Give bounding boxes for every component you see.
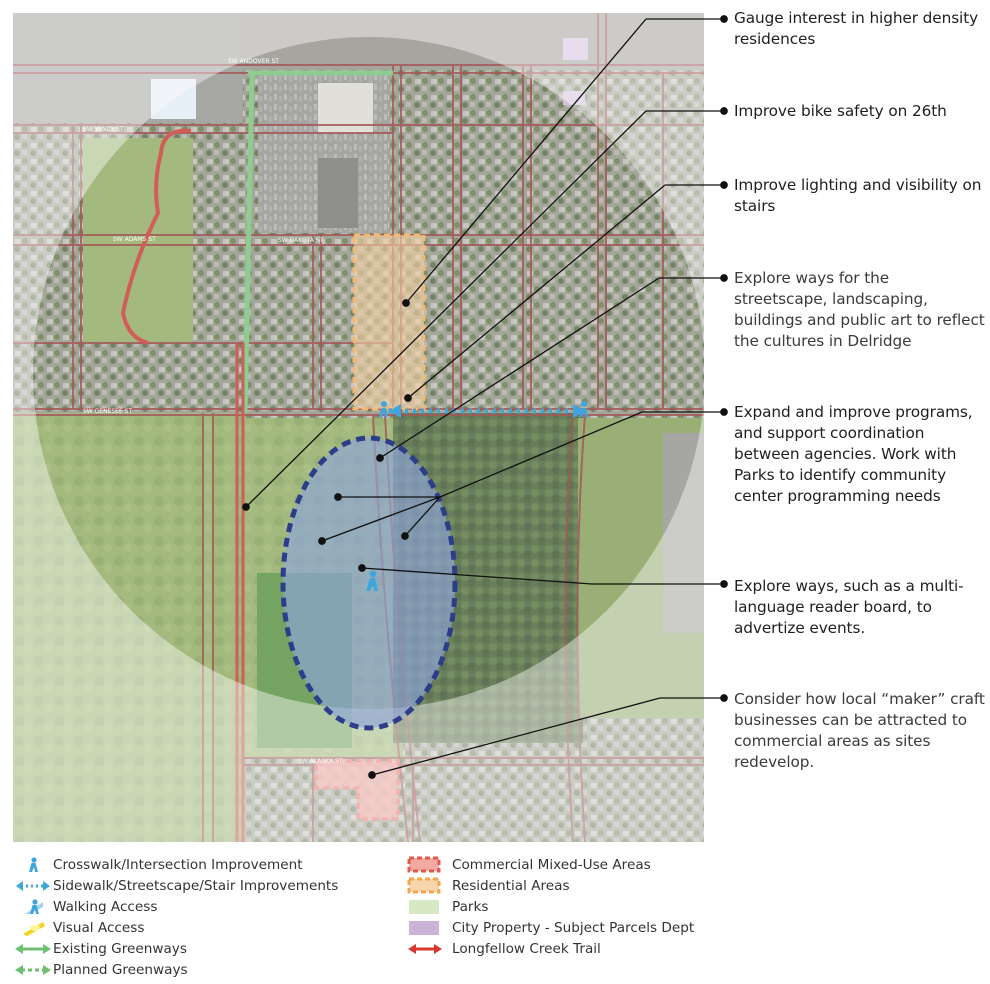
swatch-icon <box>406 919 452 937</box>
double-arrow-icon <box>13 940 53 958</box>
street-label-genesee: SW GENESEE ST <box>83 408 132 415</box>
legend-item-sidewalk: Sidewalk/Streetscape/Stair Improvements <box>13 875 338 896</box>
walking-access-icon <box>13 898 53 916</box>
neighborhood-map: SW ANDOVER ST SW YANCY ST SW DAKOTA ST S… <box>13 13 704 842</box>
legend-label: Parks <box>452 898 489 915</box>
street-label-adams: SW ADAMS ST <box>113 236 156 243</box>
annotation-cultures: Explore ways for the streetscape, landsc… <box>734 269 985 350</box>
map-canvas: SW ANDOVER ST SW YANCY ST SW DAKOTA ST S… <box>13 13 704 842</box>
annotation-bike-safety: Improve bike safety on 26th <box>734 102 947 120</box>
legend-item-existing-greenways: Existing Greenways <box>13 938 187 959</box>
legend-item-crosswalk: Crosswalk/Intersection Improvement <box>13 854 303 875</box>
annotation-density: Gauge interest in higher density residen… <box>734 9 979 48</box>
street-label-alaska: SW ALASKA ST <box>298 758 343 765</box>
dashed-box-icon <box>406 877 452 895</box>
legend-item-visual-access: Visual Access <box>13 917 144 938</box>
dashed-double-arrow-icon <box>13 961 53 979</box>
double-arrow-icon <box>406 940 452 958</box>
legend-item-walking-access: Walking Access <box>13 896 157 917</box>
street-label-yancy: SW YANCY ST <box>83 126 124 133</box>
legend-item-commercial: Commercial Mixed-Use Areas <box>406 854 651 875</box>
legend-item-longfellow-trail: Longfellow Creek Trail <box>406 938 601 959</box>
legend-label: Sidewalk/Streetscape/Stair Improvements <box>53 877 339 894</box>
legend-label: Walking Access <box>53 898 158 915</box>
street-label-dakota: SW DAKOTA ST <box>278 237 324 244</box>
swatch-icon <box>406 898 452 916</box>
annotation-maker-businesses: Consider how local “maker” craft busines… <box>734 690 985 771</box>
annotation-reader-board: Explore ways, such as a multi-language r… <box>734 577 964 637</box>
legend-label: Residential Areas <box>452 877 570 894</box>
map-legend: Crosswalk/Intersection Improvement Sidew… <box>13 852 713 982</box>
legend-label: Commercial Mixed-Use Areas <box>452 856 651 873</box>
annotation-programs: Expand and improve programs, and support… <box>734 403 973 505</box>
legend-item-city-property: City Property - Subject Parcels Dept <box>406 917 694 938</box>
legend-item-planned-greenways: Planned Greenways <box>13 959 188 980</box>
legend-label: Longfellow Creek Trail <box>452 940 601 957</box>
legend-label: Crosswalk/Intersection Improvement <box>53 856 303 873</box>
legend-item-parks: Parks <box>406 896 488 917</box>
legend-label: Visual Access <box>53 919 145 936</box>
pedestrian-icon <box>13 856 53 874</box>
legend-label: City Property - Subject Parcels Dept <box>452 919 695 936</box>
legend-label: Planned Greenways <box>53 961 188 978</box>
legend-label: Existing Greenways <box>53 940 187 957</box>
annotation-stairs-lighting: Improve lighting and visibility on stair… <box>734 176 982 215</box>
legend-item-residential: Residential Areas <box>406 875 570 896</box>
visual-access-icon <box>13 919 53 937</box>
dotted-double-arrow-icon <box>13 877 53 895</box>
street-label-andover: SW ANDOVER ST <box>228 58 279 65</box>
dashed-box-icon <box>406 856 452 874</box>
